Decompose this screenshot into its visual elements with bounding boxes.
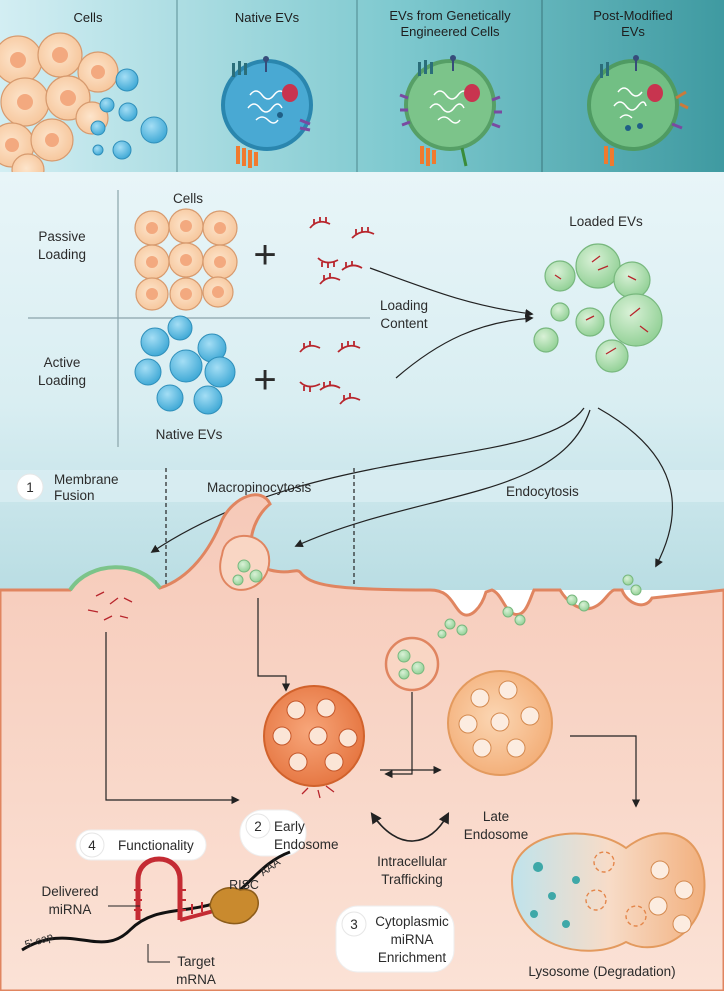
- passive-loading-line1: Passive: [38, 229, 85, 244]
- fused-membrane-patch: [68, 565, 162, 592]
- cytoplasmic-line2: miRNA: [391, 932, 434, 947]
- arrow-passive-to-loaded: [369, 267, 534, 318]
- arrow-active-to-loaded: [395, 314, 534, 379]
- macropinosome: [219, 534, 271, 591]
- post-modified-ev-icon: [587, 55, 689, 166]
- trafficking-line1: Intracellular: [377, 854, 447, 869]
- membrane-fusion-line1: Membrane: [54, 472, 119, 487]
- cell-nuclei: [5, 47, 105, 152]
- arrow-fusion-to-early: [105, 632, 240, 805]
- cell-block-nuclei: [146, 220, 226, 300]
- arrow-to-macro: [294, 409, 591, 548]
- macropinocytosis-label: Macropinocytosis: [207, 480, 312, 495]
- target-mrna-line2: mRNA: [176, 972, 216, 987]
- endocytic-vesicle: [384, 636, 440, 692]
- target-mrna-leader: [147, 944, 170, 963]
- step1-badge: [16, 473, 44, 501]
- endocytosis-label: Endocytosis: [506, 484, 579, 499]
- early-endosome-escaping-mirna: [301, 785, 335, 799]
- late-endosome-line2: Endosome: [464, 827, 529, 842]
- late-endosome: [447, 670, 553, 776]
- loaded-ev-cargo: [554, 255, 649, 355]
- lysosome-label: Lysosome (Degradation): [528, 964, 675, 979]
- mirna-group-active: [299, 341, 361, 405]
- trafficking-line2: Trafficking: [381, 872, 443, 887]
- loaded-evs-label: Loaded EVs: [569, 214, 643, 229]
- early-endosome-line1: Early: [274, 819, 305, 834]
- trafficking-double-arrow: [370, 812, 450, 842]
- target-mrna-line1: Target: [177, 954, 215, 969]
- cytoplasmic-line3: Enrichment: [378, 950, 447, 965]
- arrow-vesicle-to-early: [384, 692, 413, 779]
- step3-badge: [341, 911, 367, 937]
- delivered-mirna-line1: Delivered: [41, 884, 98, 899]
- loading-content-line1: Loading: [380, 298, 428, 313]
- membrane-fusion-line2: Fusion: [54, 488, 95, 503]
- early-endosome: [263, 685, 365, 787]
- mirna-group-passive: [309, 217, 375, 285]
- step2-number: 2: [254, 819, 262, 834]
- active-loading-line2: Loading: [38, 373, 86, 388]
- step4-pill: [75, 829, 207, 861]
- endocytic-pits: [437, 574, 642, 639]
- arrow-late-to-lysosome: [570, 735, 641, 808]
- panel-title-post-modified-line1: Post-Modified: [593, 8, 672, 23]
- delivered-mirna-line2: miRNA: [49, 902, 92, 917]
- mirna-mrna-complex: [21, 850, 291, 952]
- active-loading-line1: Active: [44, 355, 81, 370]
- arrow-to-fusion: [150, 407, 585, 553]
- engineered-ev-icon: [399, 55, 502, 167]
- middle-band: [0, 172, 724, 590]
- native-ev-icon: [221, 56, 313, 168]
- step1-number: 1: [26, 480, 34, 495]
- arrow-macro-to-early: [257, 598, 291, 692]
- cells-label: Cells: [173, 191, 203, 206]
- plus-sign-passive: +: [253, 233, 276, 277]
- panel-title-cells: Cells: [74, 10, 103, 25]
- uptake-strip: [0, 470, 724, 502]
- loaded-ev-cluster: [533, 243, 663, 373]
- native-ev-cluster: [134, 315, 236, 415]
- cytoplasmic-line1: Cytoplasmic: [375, 914, 449, 929]
- panel-title-post-modified-line2: EVs: [621, 24, 645, 39]
- loading-content-line2: Content: [380, 316, 428, 331]
- lysosome: [510, 832, 706, 952]
- functionality-label: Functionality: [118, 838, 194, 853]
- panel-title-genetic-line1: EVs from Genetically: [389, 8, 511, 23]
- released-evs-top: [90, 68, 168, 160]
- late-endosome-line1: Late: [483, 809, 509, 824]
- panel-title-genetic-line2: Engineered Cells: [400, 24, 500, 39]
- arrow-to-endo: [597, 407, 674, 568]
- step4-number: 4: [88, 838, 96, 853]
- step3-number: 3: [350, 917, 358, 932]
- risc-label: RISC: [229, 878, 259, 892]
- panel-title-native-evs: Native EVs: [235, 10, 300, 25]
- early-endosome-line2: Endosome: [274, 837, 339, 852]
- fusion-released-mirna: [87, 591, 133, 621]
- passive-loading-line2: Loading: [38, 247, 86, 262]
- native-evs-label: Native EVs: [156, 427, 223, 442]
- step4-badge: [79, 832, 105, 858]
- step2-badge: [245, 813, 271, 839]
- plus-sign-active: +: [253, 358, 276, 402]
